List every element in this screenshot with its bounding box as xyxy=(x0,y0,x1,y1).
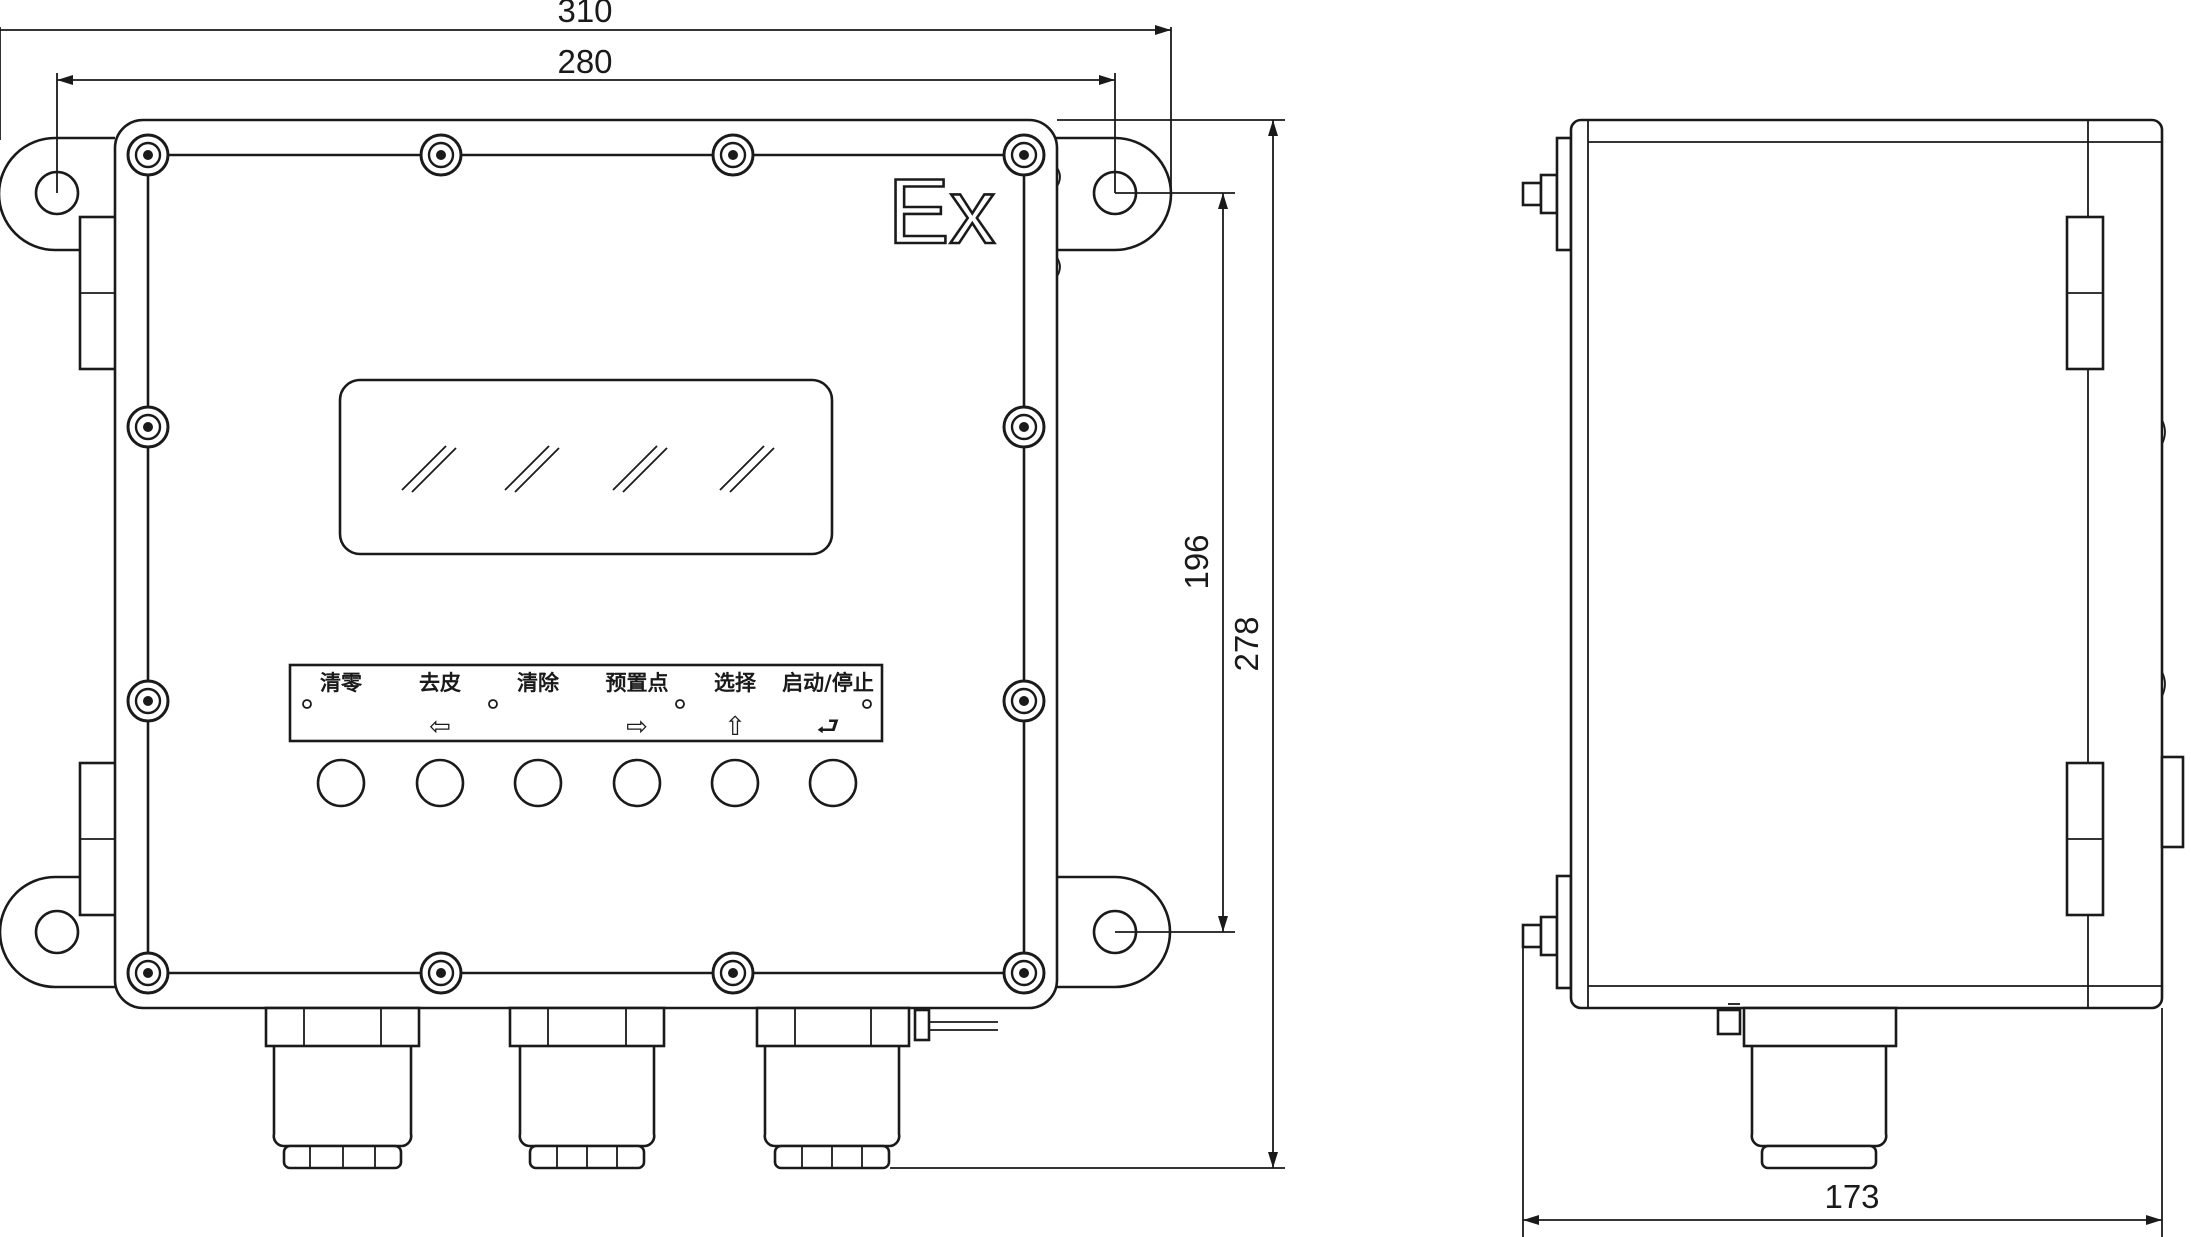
left-arrow-icon: ⇦ xyxy=(429,711,451,741)
cover-bolts xyxy=(126,133,1046,995)
dim-label-280: 280 xyxy=(557,43,612,80)
dim-label-196: 196 xyxy=(1178,534,1215,589)
side-bolt-bottom xyxy=(1521,874,1573,990)
dimension-mount-spacing-vertical: 196 xyxy=(1115,192,1235,933)
key-button-clear xyxy=(513,758,563,808)
cable-gland-right xyxy=(755,1006,911,1170)
indicator-led xyxy=(302,699,312,709)
front-view: Ex 清零 去皮 清除 预置点 选择 启动/停止 ⇦ ⇨ ⇧ ⮐ xyxy=(0,0,1285,1170)
up-arrow-icon: ⇧ xyxy=(724,711,746,741)
indicator-led xyxy=(488,699,498,709)
key-button-zero xyxy=(316,758,366,808)
keypad-leds xyxy=(302,699,872,709)
ex-marking: Ex xyxy=(888,161,995,263)
dim-label-278: 278 xyxy=(1228,616,1265,671)
side-hinge-bottom xyxy=(2065,761,2105,917)
side-view: 173 xyxy=(1521,118,2185,1237)
dimension-overall-height: 278 xyxy=(890,119,1285,1169)
keypad-buttons xyxy=(316,758,858,808)
display-window xyxy=(338,378,834,556)
dimension-side-depth: 173 xyxy=(1522,947,2163,1237)
key-label-select: 选择 xyxy=(714,671,757,695)
cable-gland-left xyxy=(264,1006,421,1170)
cover-bolt xyxy=(126,133,170,177)
cover-bolt xyxy=(126,679,170,723)
side-right-boss xyxy=(2160,755,2185,849)
key-label-clear: 清除 xyxy=(517,671,560,695)
cover-bolt xyxy=(711,133,755,177)
cover-bolt xyxy=(419,133,463,177)
indicator-led xyxy=(862,699,872,709)
key-button-start-stop xyxy=(808,758,858,808)
dim-label-173: 173 xyxy=(1824,1178,1879,1215)
side-hinge-top xyxy=(2065,215,2105,371)
mounting-lug-top-right xyxy=(1055,136,1173,252)
key-label-zero: 清零 xyxy=(320,671,363,695)
ground-terminal xyxy=(913,1008,998,1042)
cover-bolt xyxy=(711,951,755,995)
keypad-label-panel xyxy=(288,663,884,743)
side-cable-gland xyxy=(1716,1003,1898,1170)
mounting-lug-bottom-left xyxy=(0,875,115,989)
left-hinge-bottom xyxy=(78,761,118,917)
key-label-start-stop: 启动/停止 xyxy=(782,671,874,695)
key-labels: 清零 去皮 清除 预置点 选择 启动/停止 ⇦ ⇨ ⇧ ⮐ xyxy=(320,671,874,741)
key-button-tare xyxy=(415,758,465,808)
cover-bolt xyxy=(1002,405,1046,449)
key-button-preset xyxy=(612,758,662,808)
cover-bolt xyxy=(126,951,170,995)
enclosure-inner xyxy=(146,153,1026,975)
cover-bolt xyxy=(419,951,463,995)
cover-bolt xyxy=(1002,133,1046,177)
enter-arrow-icon: ⮐ xyxy=(816,711,839,741)
cover-bolt xyxy=(126,405,170,449)
right-arrow-icon: ⇨ xyxy=(626,711,648,741)
cover-bolt xyxy=(1002,951,1046,995)
key-label-preset: 预置点 xyxy=(606,671,669,695)
key-button-select xyxy=(710,758,760,808)
key-label-tare: 去皮 xyxy=(419,671,461,695)
cover-bolt xyxy=(1002,679,1046,723)
indicator-led xyxy=(675,699,685,709)
cable-gland-middle xyxy=(508,1006,666,1170)
side-bolt-top xyxy=(1521,136,1573,252)
dim-label-310: 310 xyxy=(557,0,612,29)
dimension-overall-width: 310 xyxy=(0,0,1172,193)
left-hinge-top xyxy=(78,215,118,371)
dimension-mount-spacing-horizontal: 280 xyxy=(56,43,1116,193)
